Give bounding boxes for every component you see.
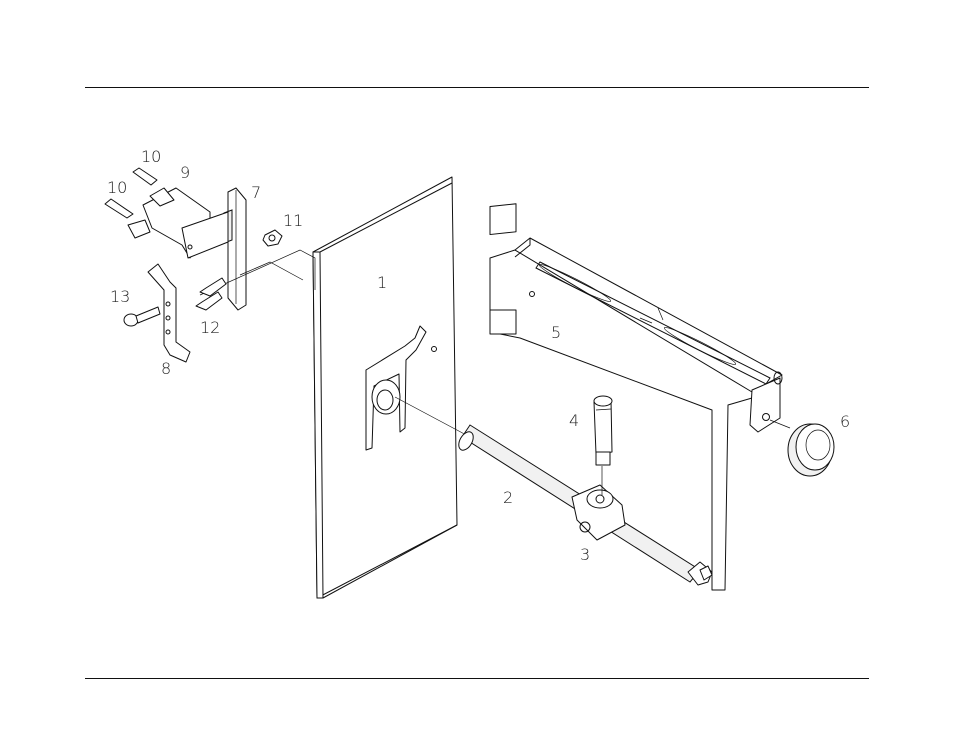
callout-9: 9: [180, 163, 190, 182]
callout-2: 2: [503, 488, 513, 507]
callout-3: 3: [580, 545, 590, 564]
part-12-screws: [196, 278, 226, 310]
callout-1: 1: [377, 273, 387, 292]
callout-10b: 10: [107, 178, 127, 197]
callout-4: 4: [569, 411, 579, 430]
callout-12: 12: [200, 318, 220, 337]
callout-5: 5: [551, 323, 561, 342]
callout-13: 13: [110, 287, 130, 306]
part-9-switch: [128, 188, 228, 258]
callout-7: 7: [251, 183, 261, 202]
part-7-guide: [224, 188, 246, 310]
callout-6: 6: [840, 412, 850, 431]
part-6-knob: [788, 424, 834, 476]
callout-10a: 10: [141, 147, 161, 166]
part-4-pin: [594, 396, 612, 495]
part-13-screw: [124, 307, 160, 326]
part-11-nut: [263, 230, 282, 246]
callout-11: 11: [283, 211, 303, 230]
part-1-plate: [313, 177, 457, 598]
callout-8: 8: [161, 359, 171, 378]
